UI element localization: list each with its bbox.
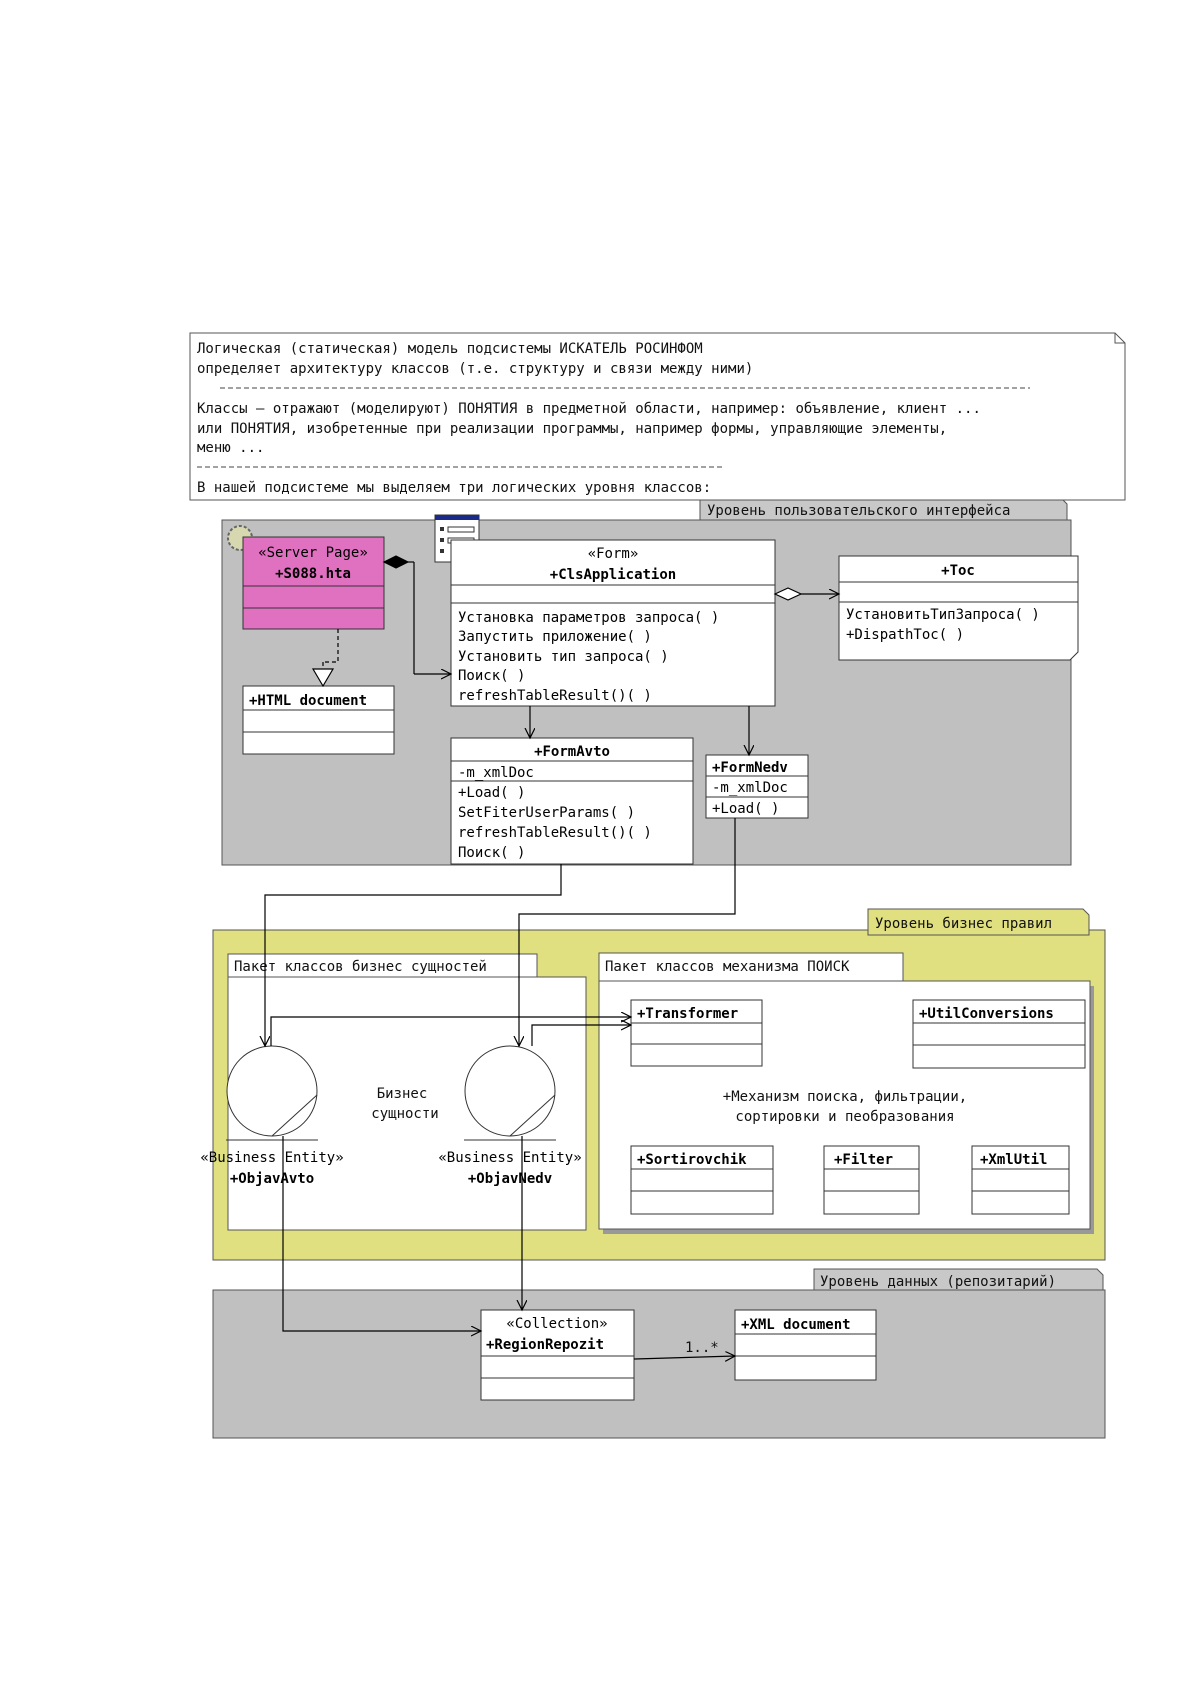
transformer-class[interactable]: +Transformer [630, 999, 763, 1067]
xml-util-name: +XmlUtil [980, 1152, 1047, 1168]
note-line-1: Логическая (статическая) модель подсисте… [197, 341, 703, 357]
sortirovchik-name: +Sortirovchik [637, 1152, 747, 1168]
note-line-3: Классы – отражают (моделируют) ПОНЯТИЯ в… [197, 401, 981, 417]
cls-application-name: +ClsApplication [550, 567, 676, 583]
search-mechanism-label: +Механизм поиска, фильтрации, [723, 1089, 967, 1105]
form-avto-attribute: -m_xmlDoc [458, 765, 534, 781]
filter-name: +Filter [834, 1152, 893, 1168]
region-repozit-name: +RegionRepozit [486, 1337, 604, 1353]
note-line-2: определяет архитектуру классов (т.е. стр… [197, 361, 753, 377]
objav-nedv-to-transformer-arrow [531, 1025, 631, 1046]
form-avto-method: SetFiterUserParams( ) [458, 805, 635, 821]
toc-name: +Toc [941, 563, 975, 579]
form-avto-method: refreshTableResult()( ) [458, 825, 652, 841]
toc-method: +DispathToc( ) [846, 627, 964, 643]
xml-util-class[interactable]: +XmlUtil [971, 1145, 1070, 1215]
cls-application-method: Запустить приложение( ) [458, 629, 652, 645]
toc-class[interactable]: +Toc УстановитьТипЗапроса( ) +DispathToc… [838, 555, 1079, 661]
business-entities-label: сущности [371, 1106, 438, 1122]
realization-line [323, 629, 339, 663]
form-avto-name: +FormAvto [534, 744, 610, 760]
cross-level-connectors [265, 818, 735, 1359]
business-entities-label: Бизнес [377, 1086, 428, 1102]
filter-class[interactable]: +Filter [823, 1145, 920, 1215]
data-level-title: Уровень данных (репозитарий) [820, 1274, 1056, 1290]
search-mechanism-label: сортировки и пеобразования [735, 1109, 954, 1125]
objav-nedv-entity[interactable]: «Business Entity» +ObjavNedv [438, 1045, 582, 1187]
repozit-to-xml-document-arrow [633, 1356, 735, 1359]
form-avto-method: Поиск( ) [458, 845, 525, 861]
form-nedv-name: +FormNedv [712, 760, 788, 776]
xml-document-class[interactable]: +XML document [734, 1309, 877, 1381]
xml-document-name: +XML document [741, 1317, 851, 1333]
objav-nedv-name: +ObjavNedv [468, 1171, 552, 1187]
cls-application-stereotype: «Form» [588, 546, 639, 562]
objav-avto-name: +ObjavAvto [230, 1171, 314, 1187]
ui-level-title: Уровень пользовательского интерфейса [707, 503, 1010, 519]
cls-application-class[interactable]: «Form» +ClsApplication Установка парамет… [450, 539, 776, 707]
objav-avto-to-transformer-arrow [270, 1017, 631, 1046]
server-page-name: +S088.hta [275, 566, 351, 582]
util-conversions-name: +UtilConversions [919, 1006, 1054, 1022]
description-note: Логическая (статическая) модель подсисте… [189, 332, 1126, 501]
cls-application-method: refreshTableResult()( ) [458, 688, 652, 704]
toc-method: УстановитьТипЗапроса( ) [846, 607, 1040, 623]
server-page-stereotype: «Server Page» [258, 545, 368, 561]
note-line-5: меню ... [197, 440, 264, 456]
business-level-title: Уровень бизнес правил [875, 916, 1052, 932]
multiplicity-label: 1..* [685, 1340, 719, 1356]
sortirovchik-class[interactable]: +Sortirovchik [630, 1145, 774, 1215]
entities-package-title: Пакет классов бизнес сущностей [234, 959, 487, 975]
form-nedv-to-objav-nedv-arrow [519, 818, 736, 1046]
objav-nedv-stereotype: «Business Entity» [438, 1150, 581, 1166]
html-document-class[interactable]: +HTML document [242, 685, 395, 755]
transformer-name: +Transformer [637, 1006, 738, 1022]
region-repozit-class[interactable]: «Collection» +RegionRepozit [480, 1309, 635, 1401]
form-avto-to-objav-avto-arrow [265, 864, 562, 1046]
html-document-name: +HTML document [249, 693, 367, 709]
search-package-title: Пакет классов механизма ПОИСК [605, 959, 850, 975]
form-nedv-method: +Load( ) [712, 801, 779, 817]
note-line-6: В нашей подсистеме мы выделяем три логич… [197, 480, 711, 496]
objav-avto-to-repozit-arrow [282, 1136, 481, 1331]
form-nedv-class[interactable]: +FormNedv -m_xmlDoc +Load( ) [705, 754, 809, 819]
form-nedv-attribute: -m_xmlDoc [712, 780, 788, 796]
region-repozit-stereotype: «Collection» [506, 1316, 607, 1332]
objav-avto-stereotype: «Business Entity» [200, 1150, 343, 1166]
form-avto-method: +Load( ) [458, 785, 525, 801]
realization-triangle [311, 668, 335, 688]
cls-application-method: Поиск( ) [458, 668, 525, 684]
data-level-package: Уровень данных (репозитарий) [212, 1268, 1106, 1439]
cls-application-method: Установка параметров запроса( ) [458, 610, 719, 626]
server-page-class[interactable]: «Server Page» +S088.hta [227, 525, 385, 630]
form-avto-class[interactable]: +FormAvto -m_xmlDoc +Load( ) SetFiterUse… [450, 737, 694, 865]
ui-relationships [311, 555, 839, 755]
objav-avto-entity[interactable]: «Business Entity» +ObjavAvto [200, 1045, 344, 1187]
note-line-4: или ПОНЯТИЯ, изобретенные при реализации… [197, 421, 947, 437]
cls-application-method: Установить тип запроса( ) [458, 649, 669, 665]
util-conversions-class[interactable]: +UtilConversions [912, 999, 1086, 1069]
